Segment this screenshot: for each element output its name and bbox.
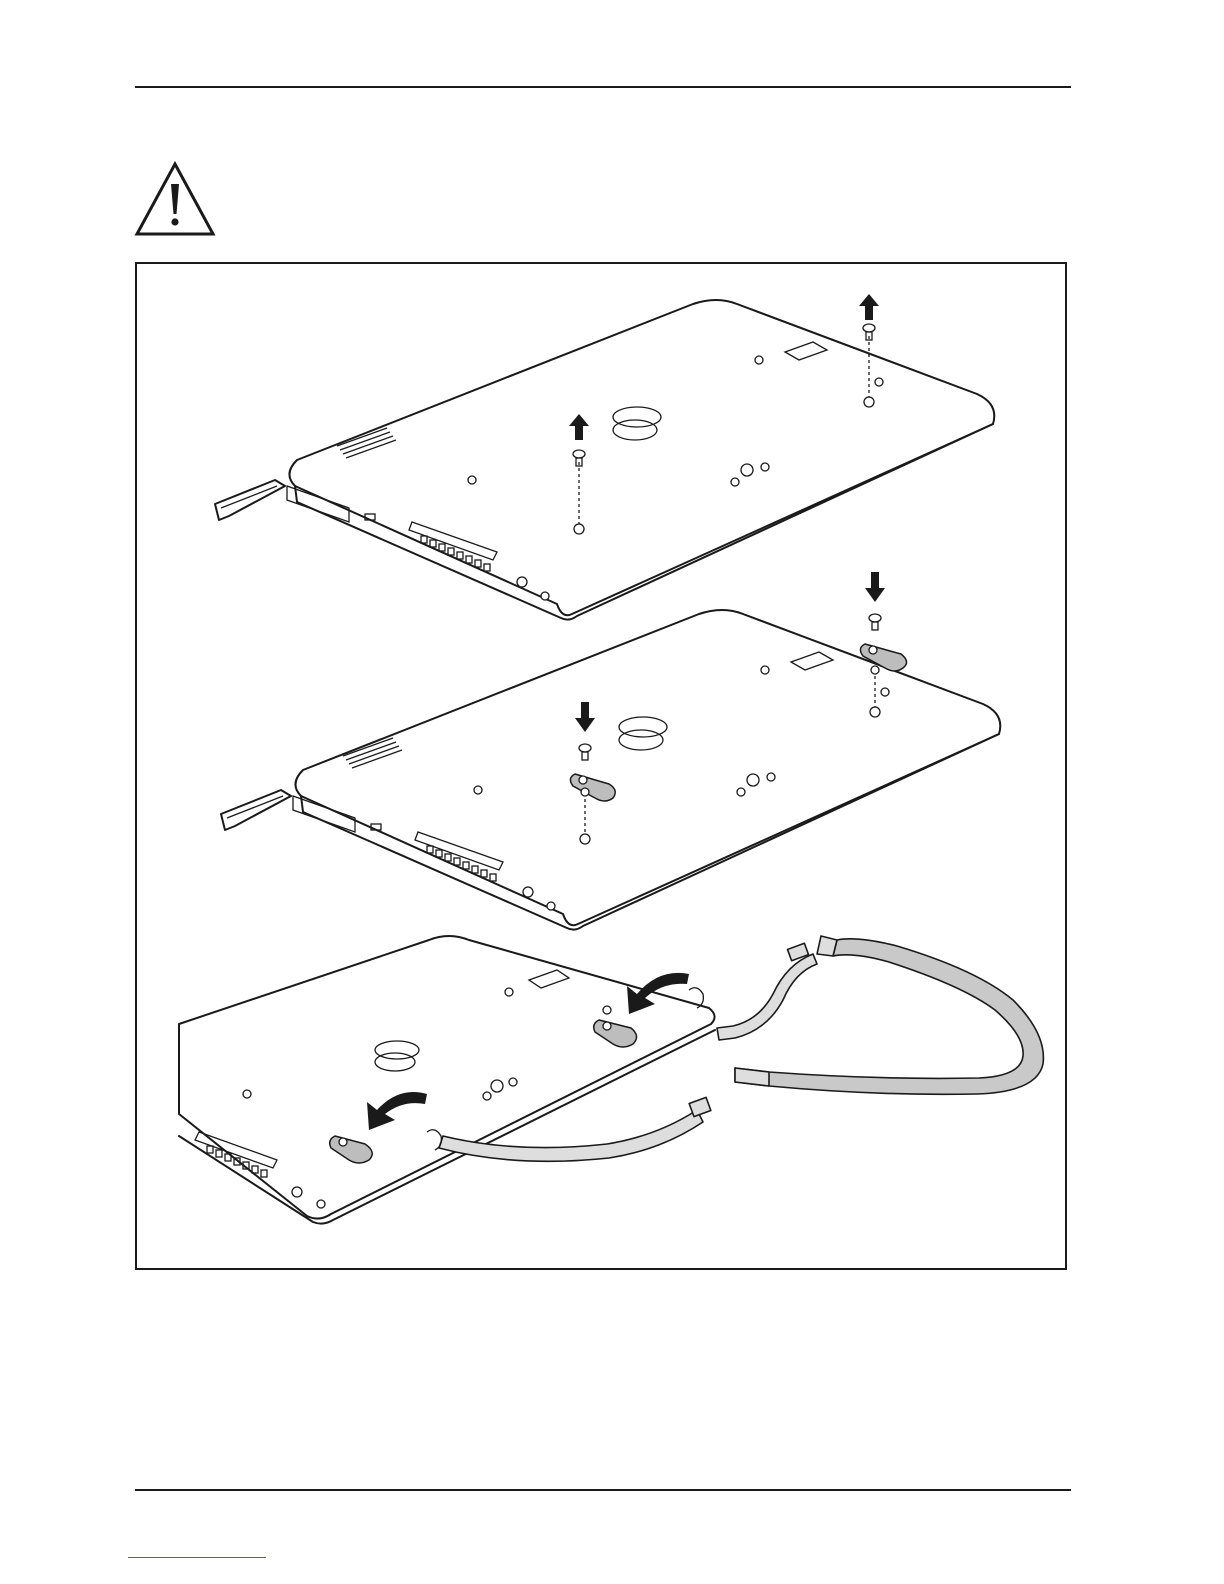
tablet-step2: [221, 572, 1000, 930]
header-rule: [135, 86, 1071, 88]
strap-installation-illustration: [137, 264, 1065, 1268]
tablet-step1: [215, 294, 994, 620]
footer-rule: [135, 1489, 1071, 1491]
footer-link-underline: [128, 1557, 266, 1558]
tablet-step3: [179, 936, 1043, 1224]
warning-triangle-icon: [133, 160, 217, 238]
arrow-up-icon: [859, 294, 879, 320]
illustration-frame: [135, 262, 1067, 1270]
arrow-down-icon: [865, 572, 885, 602]
